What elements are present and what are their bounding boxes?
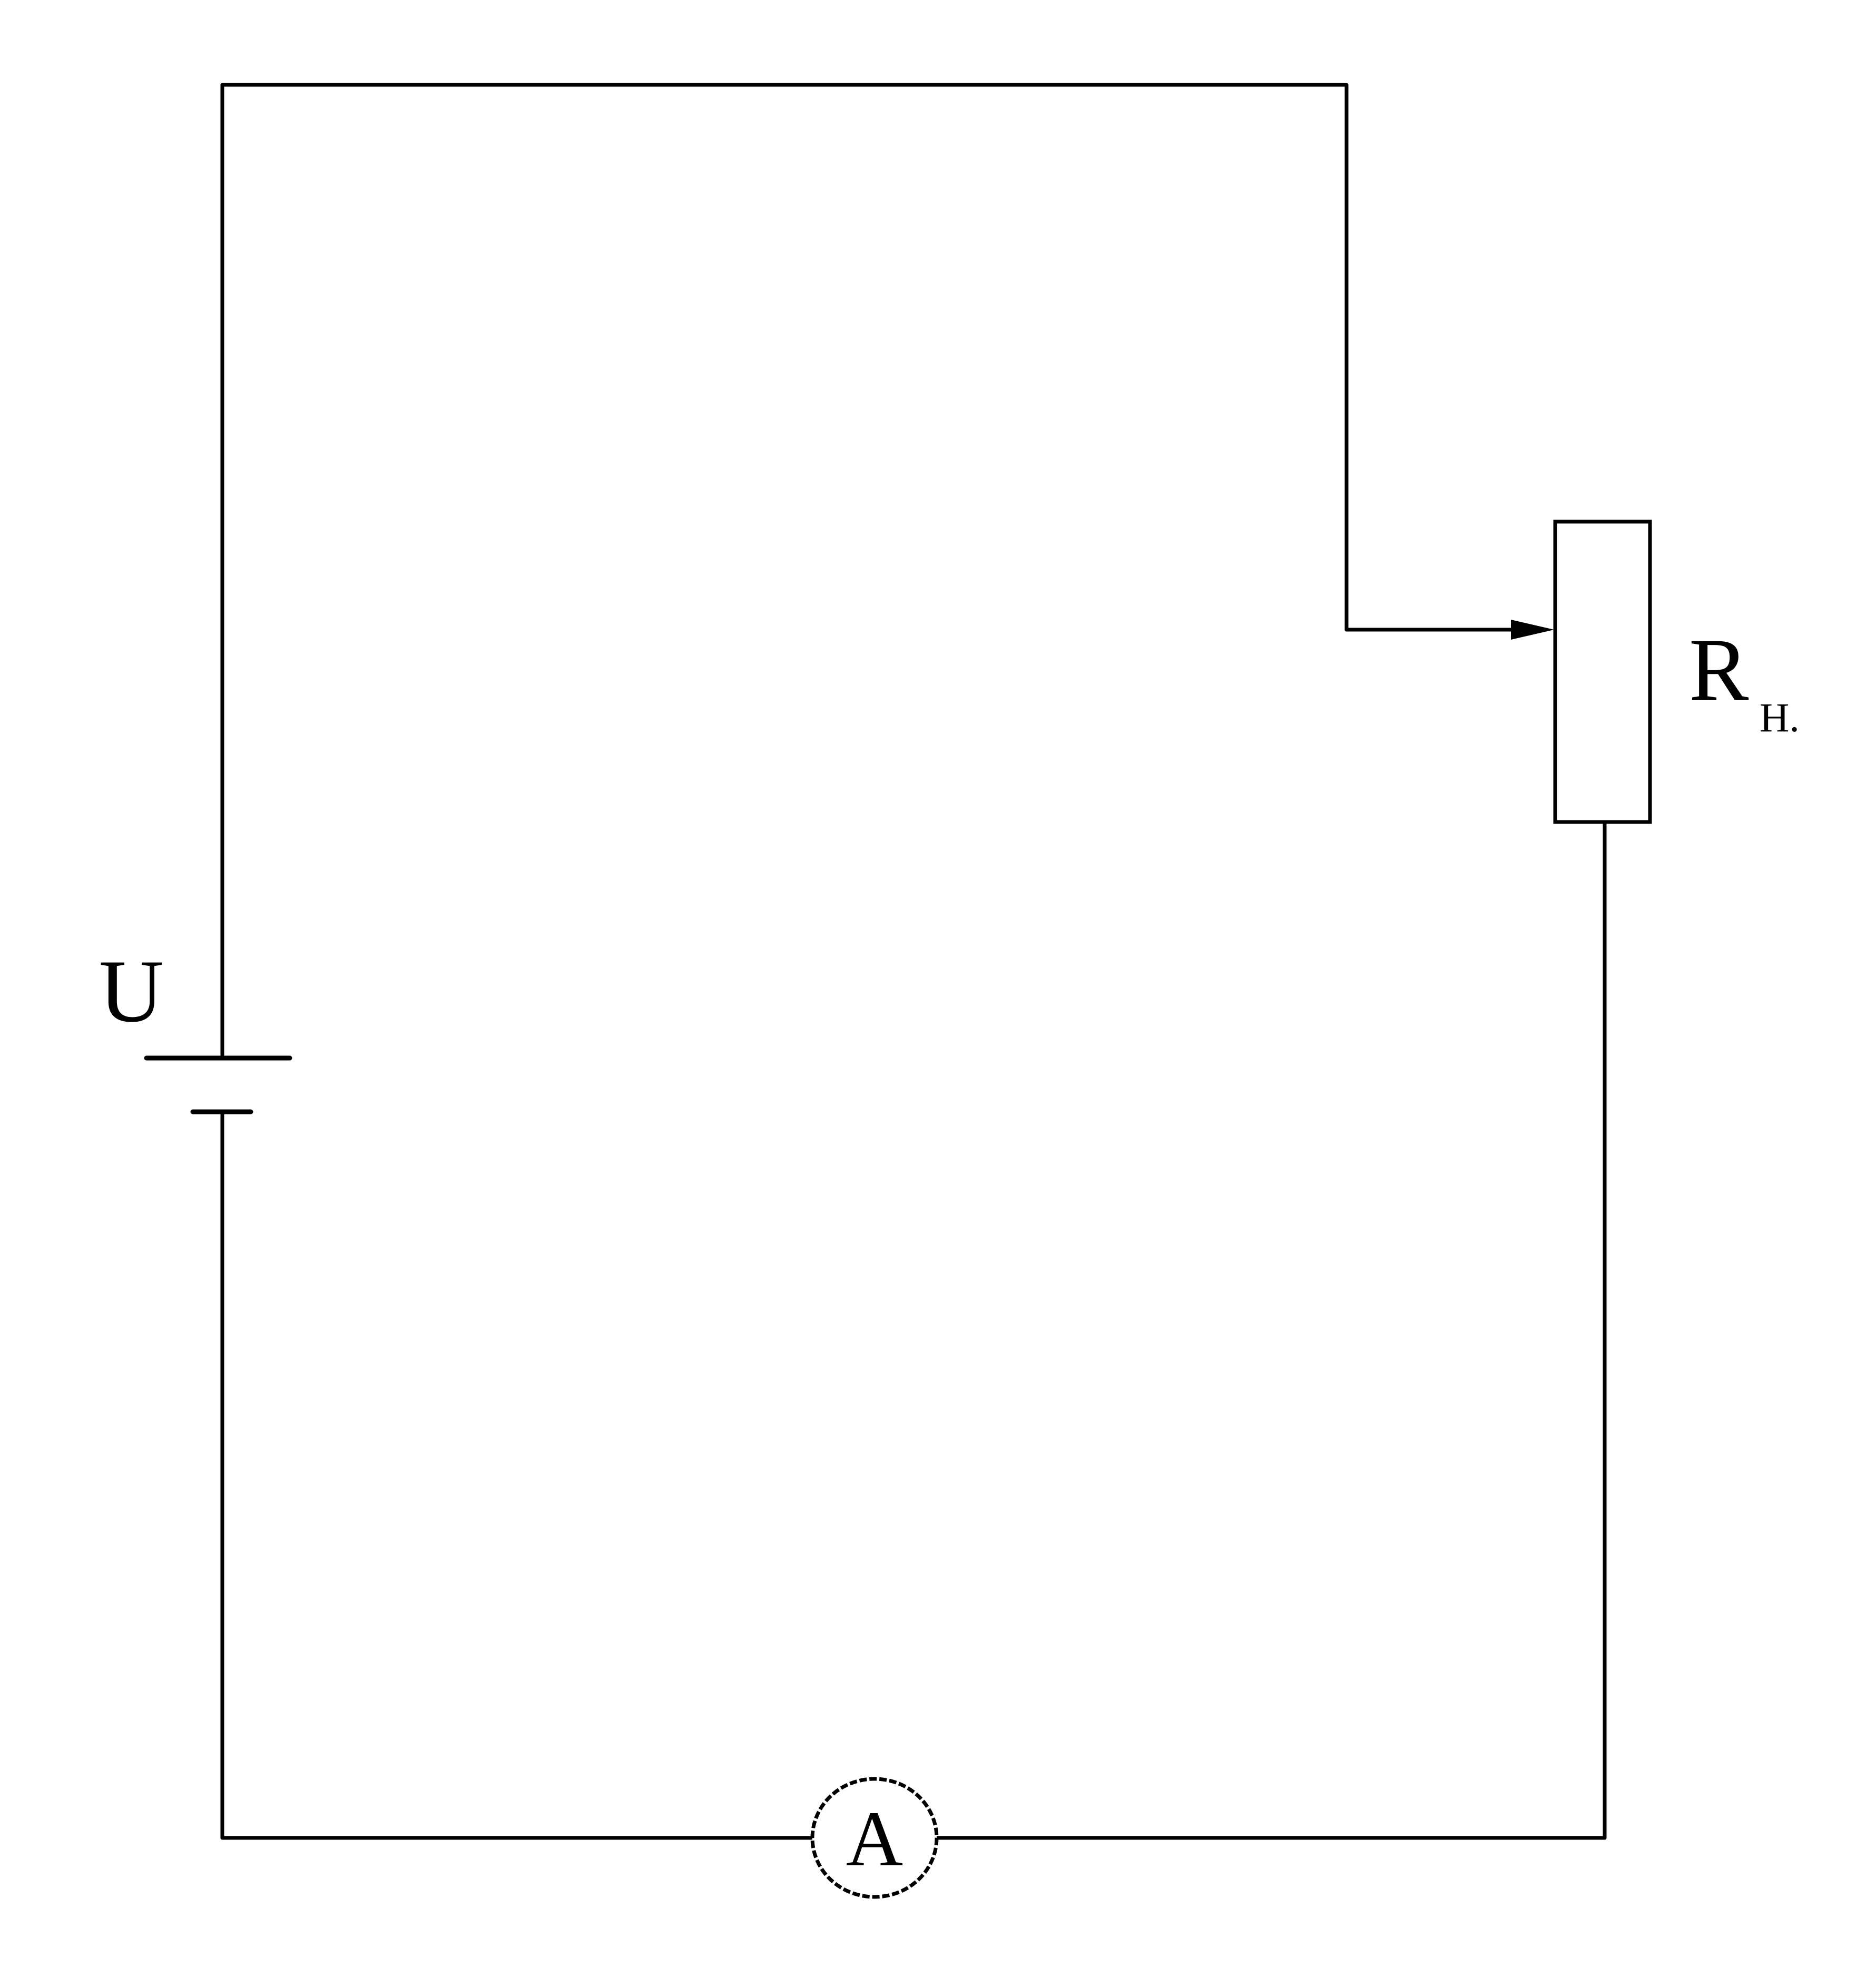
load-resistor: R Н. [1511,520,1800,824]
resistor-subscript: Н. [1760,694,1800,740]
wire-top [220,83,1349,1058]
slider-arrow-icon [1511,620,1554,640]
voltage-source: U [99,942,292,1114]
ammeter-circle-icon [810,1777,939,1899]
circuit-wires [220,83,1607,1840]
wire-bottom-left [220,1111,792,1840]
ammeter: A [788,1777,961,1899]
wire-right [957,820,1607,1840]
rheostat-body [1553,520,1652,824]
ammeter-label: A [846,1795,903,1883]
source-label: U [99,942,164,1041]
resistor-label: R [1689,620,1749,719]
